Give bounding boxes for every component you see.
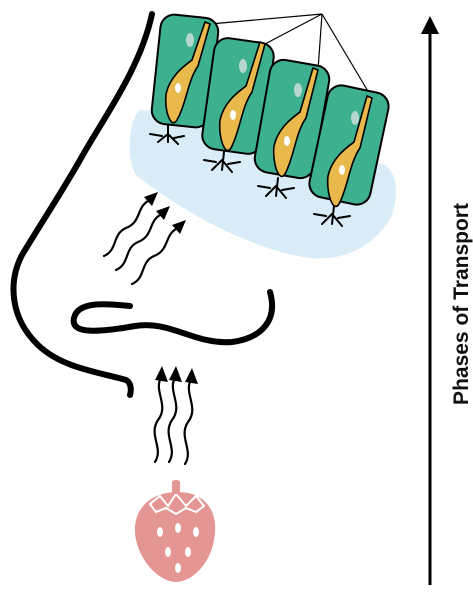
axis-label: Phases of Transport	[450, 203, 473, 405]
upward-arrow	[421, 16, 439, 585]
nasal-turbinate	[74, 292, 272, 342]
nose-outline	[14, 14, 152, 395]
arrowheads-lower	[155, 366, 198, 384]
strawberry-icon	[135, 480, 215, 582]
olfactory-epithelium	[130, 13, 396, 258]
odor-waves-lower	[155, 376, 193, 464]
